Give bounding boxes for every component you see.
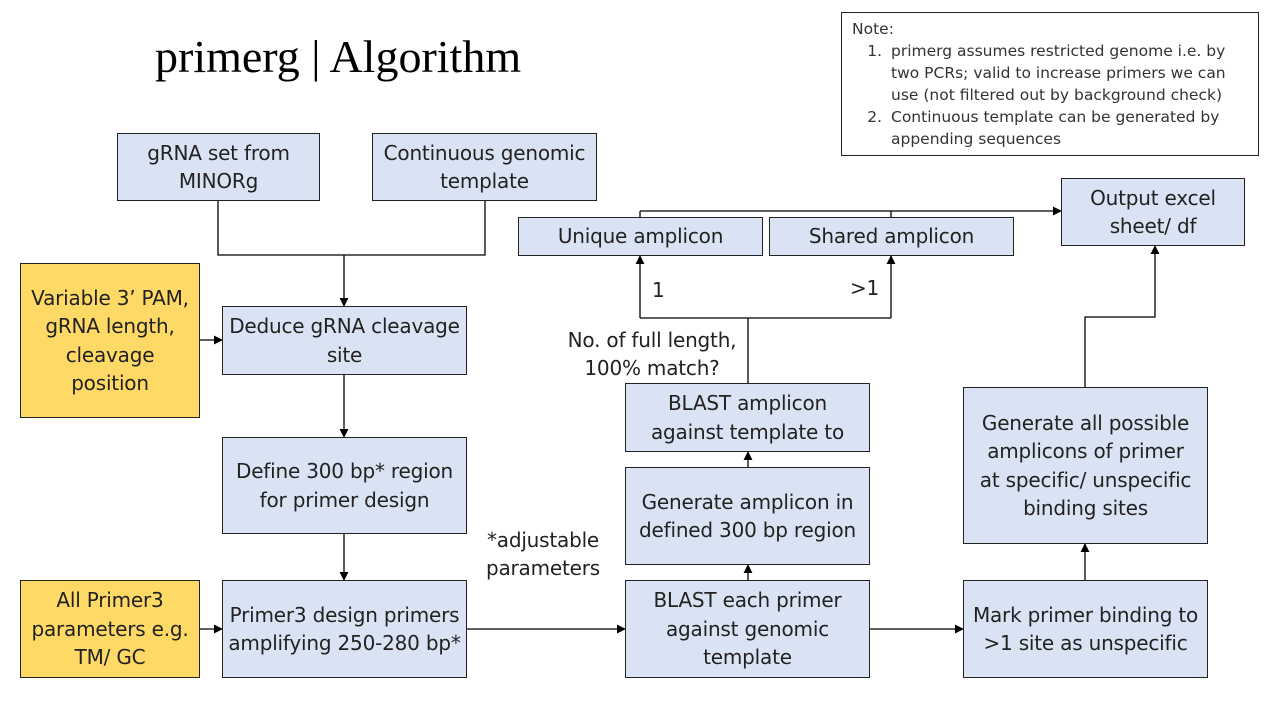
note-item-1: primerg assumes restricted genome i.e. b… <box>887 40 1248 106</box>
box-shared-amplicon: Shared amplicon <box>769 217 1014 256</box>
line-grna-merge <box>217 200 344 256</box>
line-template-merge <box>344 200 486 256</box>
box-output: Output excel sheet/ df <box>1061 178 1245 246</box>
box-primer3-design: Primer3 design primers amplifying 250-28… <box>222 580 467 678</box>
arrow-generateall-to-output <box>1084 245 1160 387</box>
box-generate-amplicon: Generate amplicon in defined 300 bp regi… <box>625 467 870 565</box>
box-mark-primer: Mark primer binding to >1 site as unspec… <box>963 580 1208 678</box>
box-blast-amplicon: BLAST amplicon against template to <box>625 383 870 452</box>
page-title: primerg | Algorithm <box>155 31 522 82</box>
box-variable-params: Variable 3’ PAM, gRNA length, cleavage p… <box>20 263 200 418</box>
box-define-region: Define 300 bp* region for primer design <box>222 437 467 534</box>
branch-label-one: 1 <box>652 278 665 302</box>
note-box: Note: primerg assumes restricted genome … <box>841 12 1259 156</box>
note-heading: Note: <box>852 20 894 38</box>
box-generate-all-amplicons: Generate all possible amplicons of prime… <box>963 387 1208 544</box>
match-question-label: No. of full length, 100% match? <box>567 328 737 380</box>
box-blast-primer: BLAST each primer against genomic templa… <box>625 580 870 678</box>
note-item-2: Continuous template can be generated by … <box>887 106 1248 150</box>
box-unique-amplicon: Unique amplicon <box>518 217 763 256</box>
adjustable-footnote: *adjustable parameters <box>485 528 600 580</box>
box-grna-set: gRNA set from MINORg <box>117 133 320 201</box>
branch-label-many: >1 <box>850 276 880 300</box>
note-list: primerg assumes restricted genome i.e. b… <box>852 40 1248 150</box>
box-deduce-cleavage: Deduce gRNA cleavage site <box>222 306 467 375</box>
box-continuous-template: Continuous genomic template <box>372 133 597 201</box>
box-primer3-params: All Primer3 parameters e.g. TM/ GC <box>20 580 200 678</box>
